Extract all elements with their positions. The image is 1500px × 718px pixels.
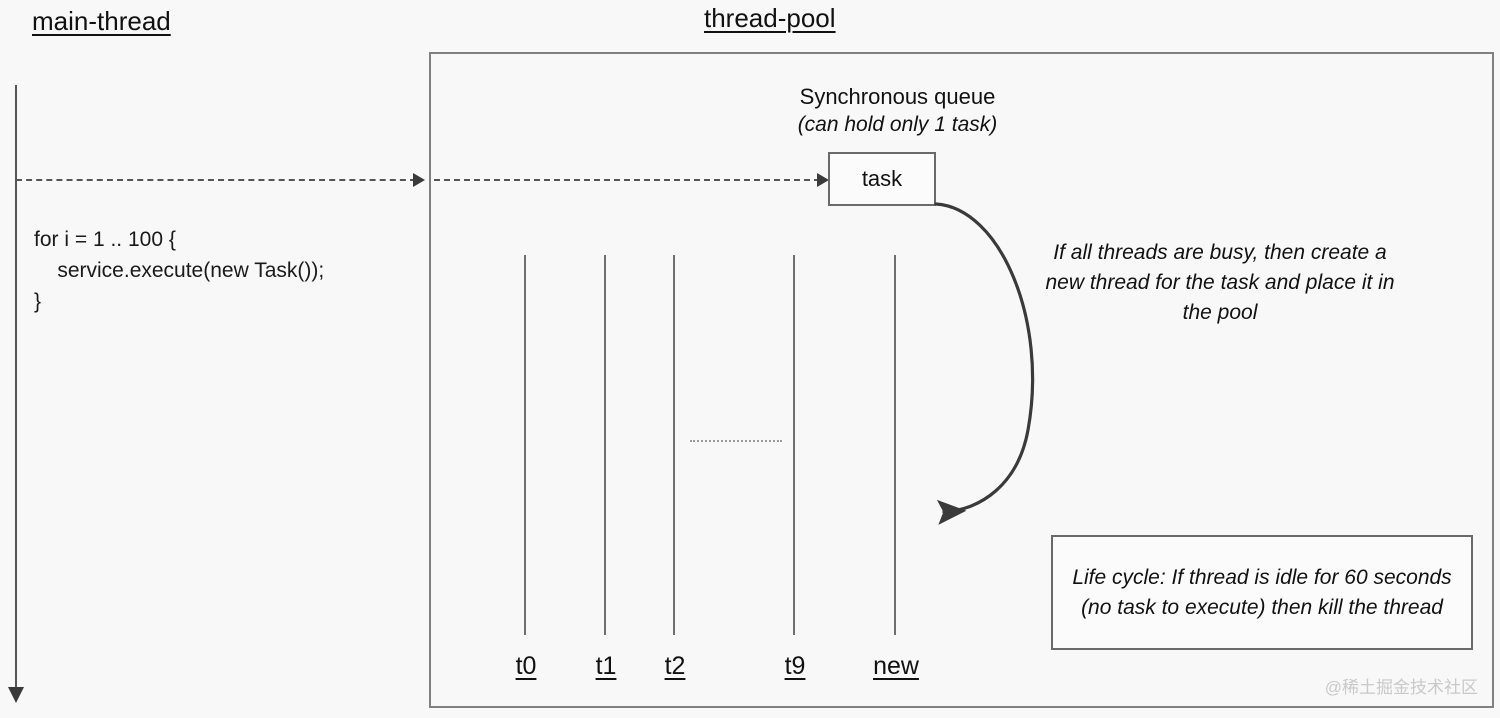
all-threads-busy-note: If all threads are busy, then create a n… [1045,241,1395,324]
lifecycle-note-text: Life cycle: If thread is idle for 60 sec… [1072,565,1452,619]
task-box: task [828,152,936,206]
thread-label-t1: t1 [595,652,617,680]
submit-arrowhead-icon-right [817,173,829,187]
thread-label-t9: t9 [784,652,806,680]
lifecycle-note-box: Life cycle: If thread is idle for 60 sec… [1051,535,1473,650]
synchronous-queue-sublabel: (can hold only 1 task) [797,113,998,136]
threads-ellipsis-dotted-line [690,440,782,442]
thread-label-t2: t2 [664,652,686,680]
main-thread-lifeline [15,85,17,689]
thread-lifeline-t1 [604,255,606,635]
main-thread-arrowhead-icon [8,687,24,703]
thread-lifeline-t0 [524,255,526,635]
synchronous-queue-label: Synchronous queue [799,84,996,109]
submit-arrowhead-icon-left [413,173,425,187]
thread-pool-box [429,52,1494,708]
main-thread-title: main-thread [32,6,171,36]
submit-dashed-line-left [16,179,416,181]
thread-pool-title: thread-pool [704,3,836,33]
thread-lifeline-new [894,255,896,635]
watermark: @稀土掘金技术社区 [1324,678,1478,697]
thread-label-new: new [873,652,919,680]
thread-label-t0: t0 [515,652,537,680]
submit-dashed-line-right [434,179,820,181]
thread-lifeline-t2 [673,255,675,635]
main-thread-code-snippet: for i = 1 .. 100 { service.execute(new T… [34,228,325,313]
thread-lifeline-t9 [793,255,795,635]
